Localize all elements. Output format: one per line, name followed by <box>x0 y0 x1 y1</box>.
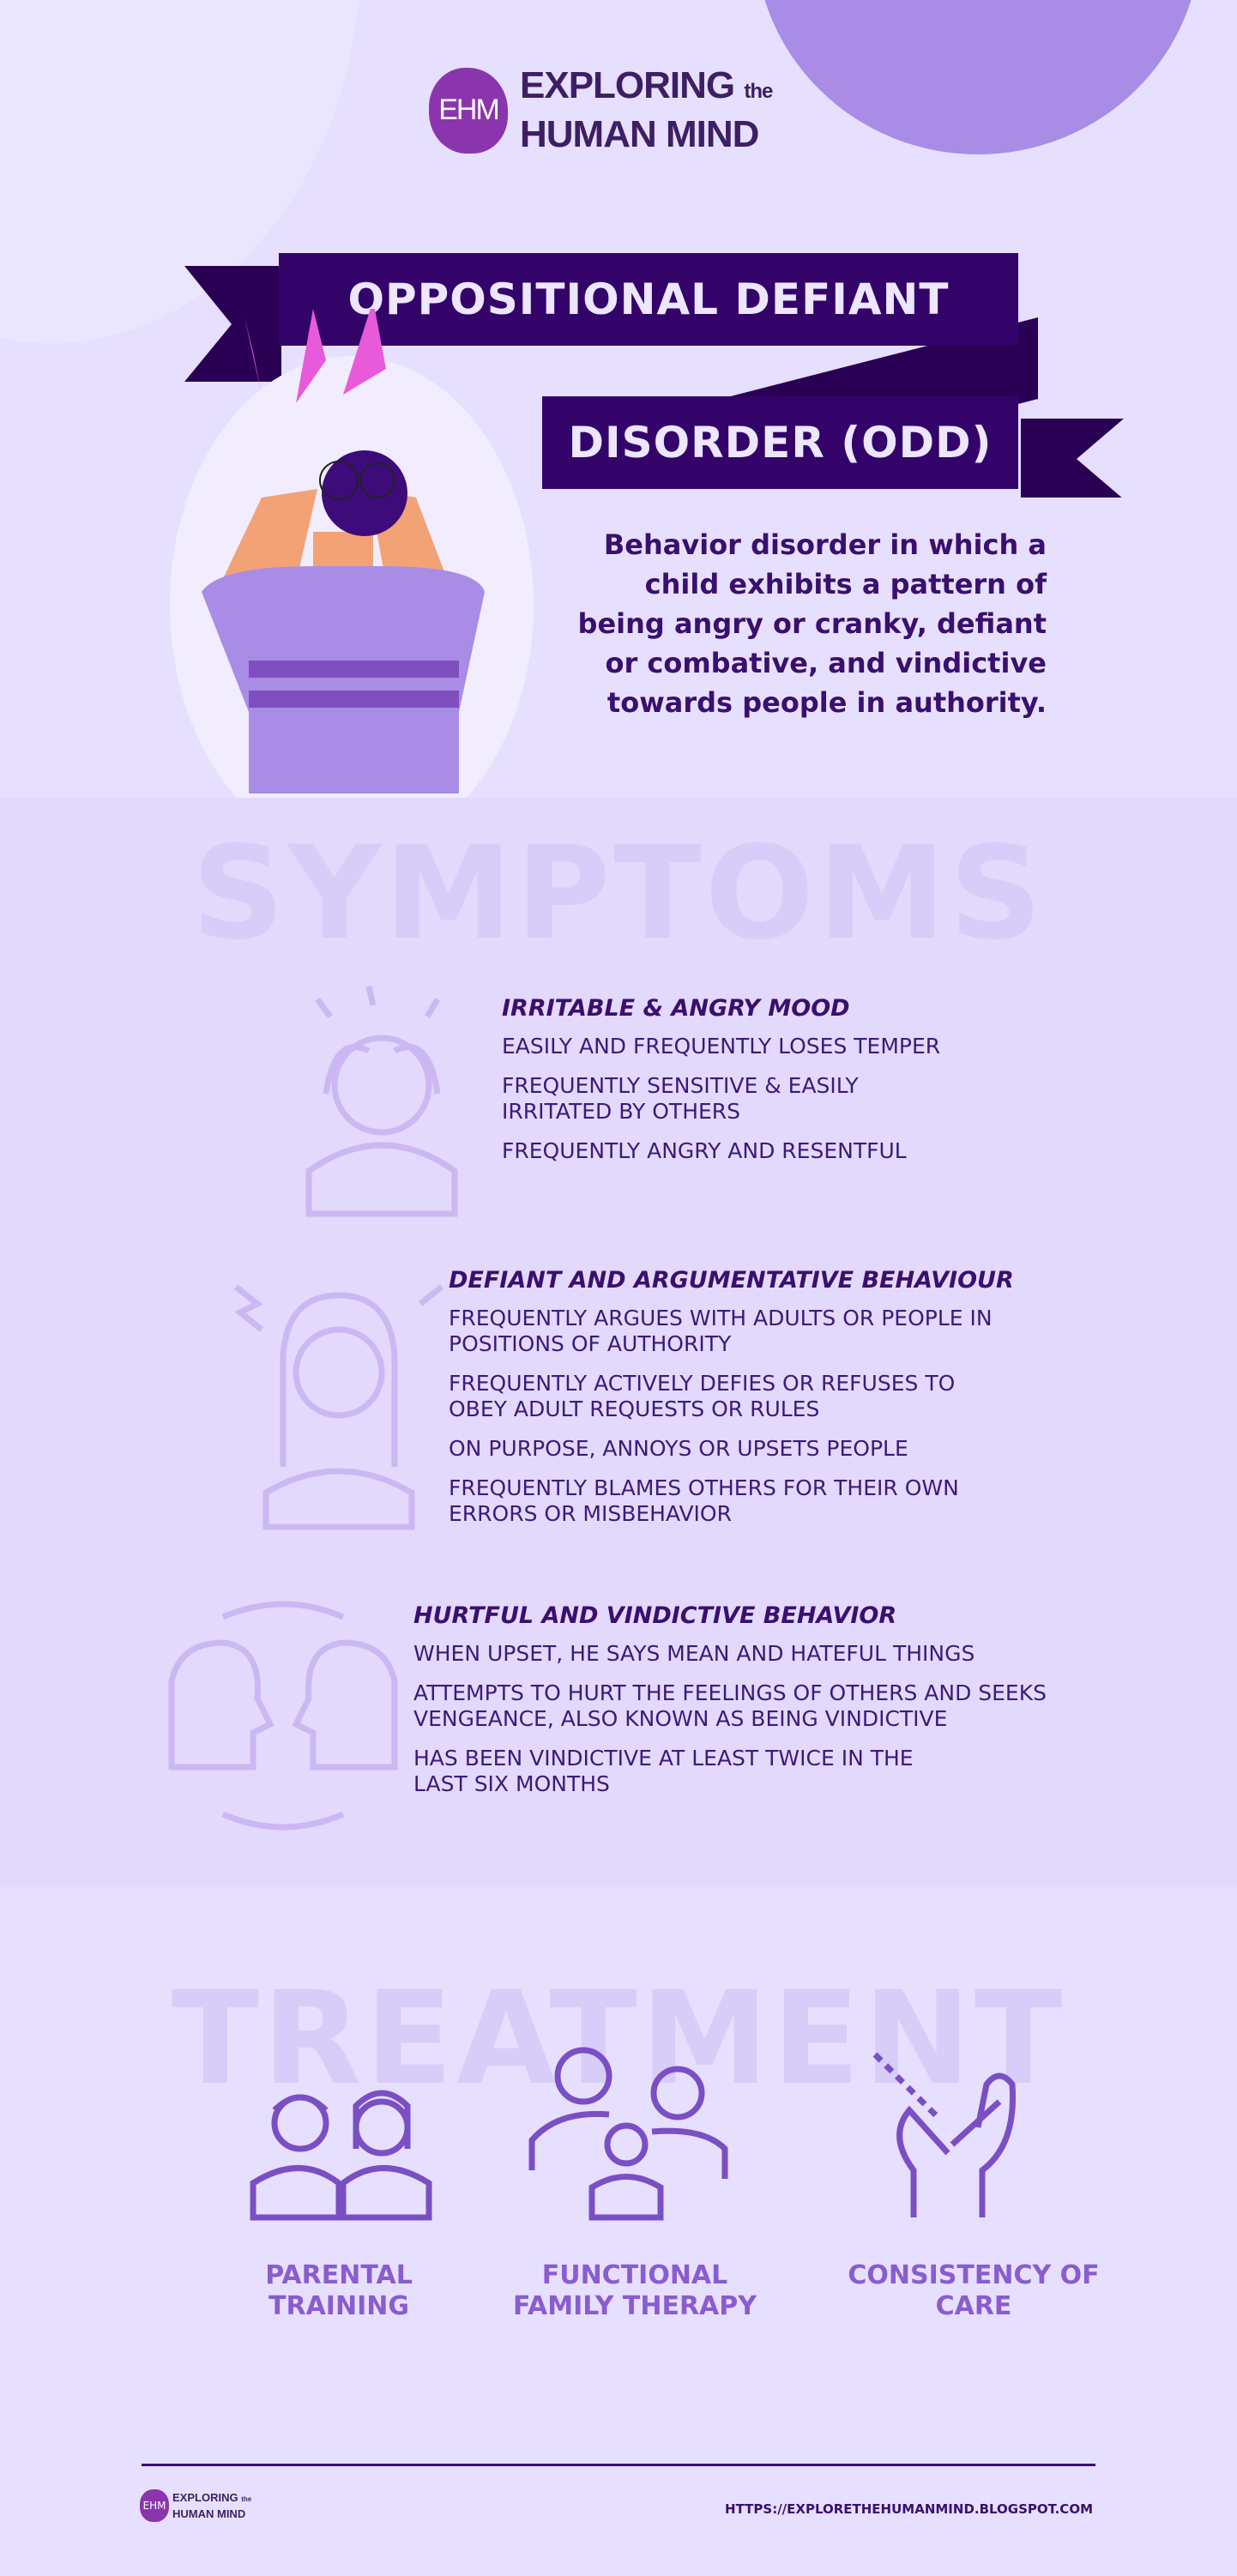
logo-the: the <box>744 80 773 103</box>
background-blob <box>755 0 1201 154</box>
treatment-label: CONSISTENCY OF CARE <box>848 2260 1100 2321</box>
treatment-heading: TREATMENT <box>171 1964 1066 2114</box>
footer-url[interactable]: HTTPS://EXPLORETHEHUMANMIND.BLOGSPOT.COM <box>725 2501 1093 2517</box>
angry-woman-icon <box>233 1284 444 1530</box>
symptom-item: FREQUENTLY ACTIVELY DEFIES OR REFUSES TO… <box>449 1371 956 1421</box>
logo-text: EXPLORING the HUMAN MIND <box>520 64 773 156</box>
symptom-item: EASILY AND FREQUENTLY LOSES TEMPER <box>502 1034 941 1059</box>
treatment-label: PARENTAL TRAINING <box>265 2260 413 2321</box>
caring-hand-icon <box>872 2052 1017 2217</box>
footer-logo-mark: EHM <box>140 2489 169 2522</box>
logo-mark: EHM <box>429 67 508 154</box>
frustrated-person-icon <box>305 986 458 1217</box>
symptom-group-1: IRRITABLE & ANGRY MOOD EASILY AND FREQUE… <box>502 995 1085 1178</box>
parents-icon <box>250 2090 432 2221</box>
family-icon <box>528 2047 728 2221</box>
symptom-title: DEFIANT AND ARGUMENTATIVE BEHAVIOUR <box>449 1267 1014 1294</box>
brand-logo: EHM EXPLORING the HUMAN MIND <box>429 64 773 156</box>
title-ribbon-2: DISORDER (ODD) <box>542 396 1018 489</box>
description: Behavior disorder in which a child exhib… <box>577 528 1047 719</box>
symptom-item: ATTEMPTS TO HURT THE FEELINGS OF OTHERS … <box>413 1680 1047 1731</box>
symptom-item: FREQUENTLY BLAMES OTHERS FOR THEIR OWN E… <box>449 1475 959 1526</box>
frustrated-person-illustration <box>170 309 534 798</box>
footer-logo-the: the <box>241 2495 252 2503</box>
symptoms-section <box>0 798 1237 1887</box>
footer-logo: EHM EXPLORING the HUMAN MIND <box>140 2489 251 2522</box>
symptom-group-3: HURTFUL AND VINDICTIVE BEHAVIOR WHEN UPS… <box>413 1602 1100 1811</box>
symptom-group-2: DEFIANT AND ARGUMENTATIVE BEHAVIOUR FREQ… <box>449 1267 1101 1541</box>
symptom-title: HURTFUL AND VINDICTIVE BEHAVIOR <box>413 1602 897 1629</box>
footer-logo-line1: EXPLORING <box>172 2491 238 2504</box>
footer-logo-line2: HUMAN MIND <box>172 2507 246 2520</box>
symptom-item: FREQUENTLY SENSITIVE & EASILY IRRITATED … <box>502 1073 859 1124</box>
symptom-item: FREQUENTLY ANGRY AND RESENTFUL <box>502 1138 907 1163</box>
symptom-item: FREQUENTLY ARGUES WITH ADULTS OR PEOPLE … <box>449 1306 993 1356</box>
symptoms-heading: SYMPTOMS <box>191 819 1046 968</box>
footer-divider <box>142 2464 1095 2466</box>
treatment-label: FUNCTIONAL FAMILY THERAPY <box>513 2260 757 2321</box>
logo-line2: HUMAN MIND <box>520 113 759 155</box>
title-ribbon-1: OPPOSITIONAL DEFIANT <box>279 253 1018 346</box>
symptom-item: WHEN UPSET, HE SAYS MEAN AND HATEFUL THI… <box>413 1641 975 1666</box>
logo-line1: EXPLORING <box>520 64 735 106</box>
symptom-item: ON PURPOSE, ANNOYS OR UPSETS PEOPLE <box>449 1436 908 1461</box>
two-heads-icon <box>168 1601 398 1831</box>
symptom-item: HAS BEEN VINDICTIVE AT LEAST TWICE IN TH… <box>413 1746 914 1796</box>
symptom-title: IRRITABLE & ANGRY MOOD <box>502 995 850 1022</box>
